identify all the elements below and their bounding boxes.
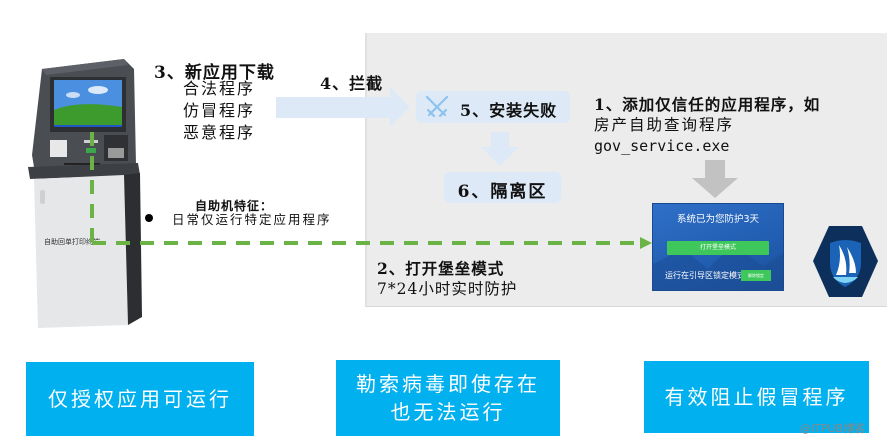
benefit-box-ransomware-blocked: 勒索病毒即使存在 也无法运行	[336, 360, 560, 436]
program-type-legit: 合法程序	[183, 79, 256, 98]
protection-days-title: 系统已为您防护3天	[676, 214, 760, 225]
step5-label: 5、安装失败	[460, 101, 558, 120]
kiosk-feature-title: 自助机特征：	[195, 199, 274, 213]
step6-quarantine-box: 6、隔离区	[444, 172, 561, 203]
benefit-box-counterfeit-blocked: 有效阻止假冒程序	[644, 361, 869, 433]
step3-title: 3、新应用下载	[154, 63, 275, 83]
arrow-down-icon	[481, 132, 519, 166]
step1-title: 1、添加仅信任的应用程序，如	[594, 95, 821, 114]
step5-install-failed-box: 5、安装失败	[416, 91, 570, 123]
step2-subtitle: 7*24小时实时防护	[377, 280, 518, 298]
step1-example: 房产自助查询程序	[594, 116, 735, 134]
step2-title: 2、打开堡垒模式	[377, 259, 505, 278]
step1-exe-name: gov_service.exe	[594, 137, 730, 155]
bullet-dot-icon	[145, 214, 153, 222]
benefit-text: 有效阻止假冒程序	[664, 385, 849, 409]
program-type-malicious: 恶意程序	[183, 123, 256, 142]
benefit-text-line1: 勒索病毒即使存在	[356, 372, 540, 396]
step1-whitelist-text: 1、添加仅信任的应用程序，如 房产自助查询程序 gov_service.exe	[594, 94, 820, 157]
arrow-down-icon	[692, 160, 738, 198]
crossed-swords-icon	[425, 95, 449, 118]
step3-program-list: 合法程序 仿冒程序 恶意程序	[183, 78, 255, 144]
boot-lock-status: 运行在引导区锁定模式	[665, 271, 745, 280]
shield-sailboat-logo-icon	[813, 226, 878, 297]
protected-zone-panel	[365, 33, 887, 307]
step6-label: 6、隔离区	[457, 182, 548, 202]
step4-intercept-label: 4、拦截	[320, 74, 384, 93]
arrow-right-icon	[276, 87, 410, 127]
fortress-mode-button[interactable]: 打开堡垒模式	[667, 241, 769, 255]
watermark: @ITPUB博客	[800, 422, 866, 435]
product-status-window: 系统已为您防护3天 打开堡垒模式 运行在引导区锁定模式 解除锁定	[652, 203, 784, 291]
benefit-text: 仅授权应用可运行	[48, 387, 232, 411]
kiosk-feature-text: 日常仅运行特定应用程序	[172, 212, 332, 227]
benefit-text-line2: 也无法运行	[390, 400, 506, 424]
kiosk-label: 自助回单打印终端	[44, 237, 100, 246]
unlock-button[interactable]: 解除锁定	[741, 270, 771, 281]
self-service-kiosk-image: 自助回单打印终端	[28, 59, 142, 328]
step2-fortress-mode-text: 2、打开堡垒模式 7*24小时实时防护	[377, 258, 517, 300]
program-type-counterfeit: 仿冒程序	[183, 101, 256, 120]
benefit-box-authorized-only: 仅授权应用可运行	[26, 362, 254, 436]
